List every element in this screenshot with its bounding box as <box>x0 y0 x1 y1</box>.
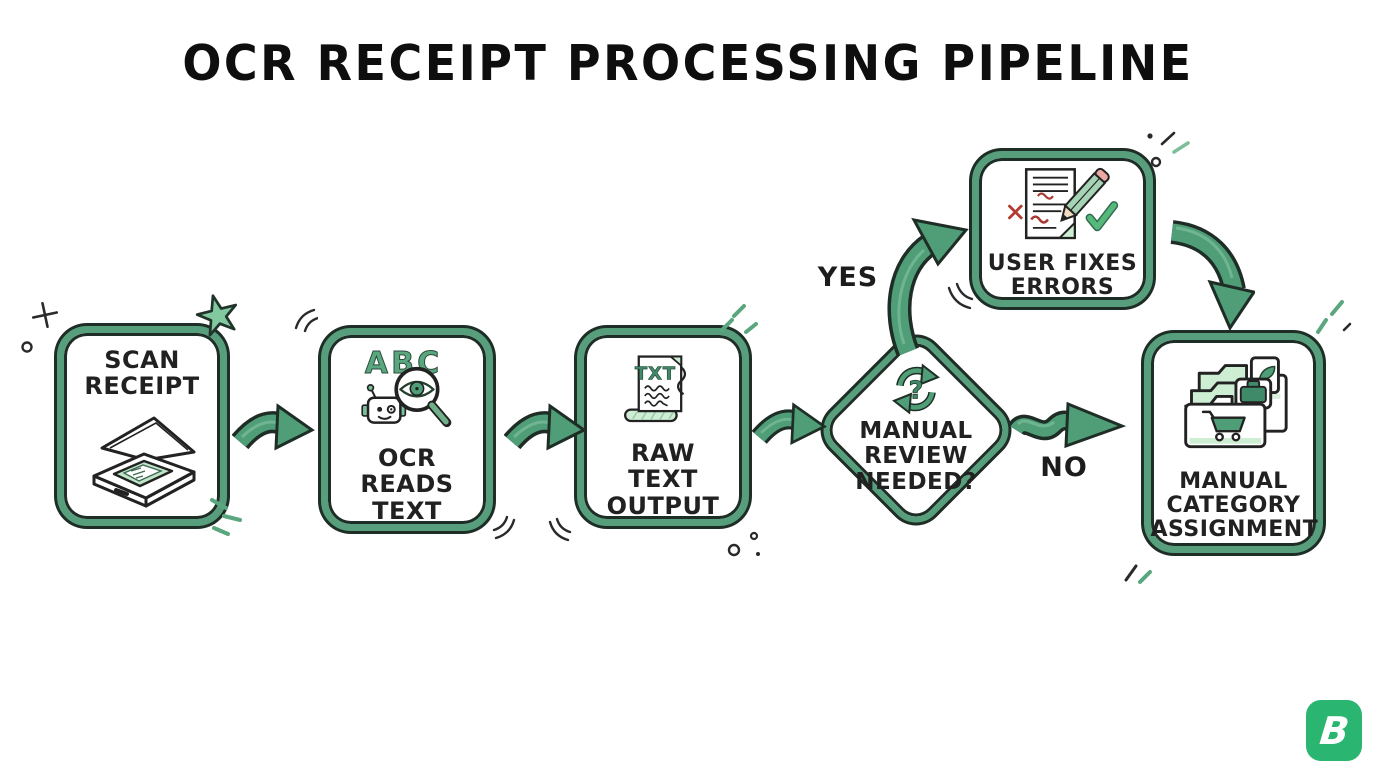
node-scan-receipt: SCAN RECEIPT <box>57 326 227 526</box>
motion-arcs-icon <box>548 517 572 542</box>
text-scroll-icon: TXT <box>623 355 687 423</box>
speed-dashes-icon <box>1124 564 1152 584</box>
motion-arcs-icon <box>294 308 318 333</box>
speed-dashes-icon <box>210 498 242 536</box>
edge-arrow-scan-to-ocr <box>232 403 315 451</box>
node-label: OCR READS TEXT <box>360 443 454 525</box>
node-manual-category-assignment: MANUAL CATEGORY ASSIGNMENT <box>1144 333 1323 553</box>
node-label: RAW TEXT OUTPUT <box>606 438 720 520</box>
speed-dashes-icon <box>720 304 758 334</box>
sparkle-dashes-icon <box>1147 131 1190 168</box>
brand-b-logo: B <box>1306 700 1362 761</box>
manual-review-content: ? MANUAL REVIEW NEEDED? <box>831 362 1001 495</box>
sparkle-plus-icon <box>31 301 59 329</box>
diagram-title: OCR RECEIPT PROCESSING PIPELINE <box>182 34 1194 92</box>
refresh-question-icon: ? <box>892 363 940 415</box>
document-pencil-check-icon <box>1007 167 1118 240</box>
txt-label: TXT <box>635 363 676 384</box>
speed-dashes-icon <box>1316 300 1352 334</box>
sparkle-circles-icon <box>727 531 760 557</box>
edge-label-yes: YES <box>817 262 879 293</box>
edge-arrow-review-to-category <box>1010 401 1127 449</box>
motion-arcs-icon <box>947 282 974 310</box>
sparkle-star-icon <box>195 294 238 337</box>
edge-arrow-ocr-to-raw <box>504 403 587 451</box>
sparkle-circle-icon <box>21 341 33 353</box>
question-mark-text: ? <box>909 375 924 404</box>
flatbed-scanner-icon <box>92 416 196 508</box>
node-label: MANUAL REVIEW NEEDED? <box>855 418 977 495</box>
node-ocr-reads-text: ABC OCR READS TEXT <box>321 328 493 531</box>
edge-arrow-review-to-fixes <box>887 217 969 357</box>
edge-label-no: NO <box>1040 452 1088 483</box>
magnifier-eye-robot-icon: ABC <box>361 345 452 428</box>
motion-arcs-icon <box>492 515 516 540</box>
edge-arrow-raw-to-review <box>752 402 828 446</box>
edge-arrow-fixes-to-category <box>1170 220 1255 332</box>
node-label: SCAN RECEIPT <box>84 346 200 401</box>
node-user-fixes-errors: USER FIXES ERRORS <box>972 151 1153 307</box>
folders-shopping-cart-icon <box>1183 356 1288 449</box>
node-raw-text-output: TXT RAW TEXT OUTPUT <box>577 328 749 526</box>
ocr-abc-text: ABC <box>365 346 443 381</box>
node-label: MANUAL CATEGORY ASSIGNMENT <box>1150 469 1319 543</box>
brand-letter: B <box>1317 708 1351 753</box>
node-label: USER FIXES ERRORS <box>987 250 1138 300</box>
